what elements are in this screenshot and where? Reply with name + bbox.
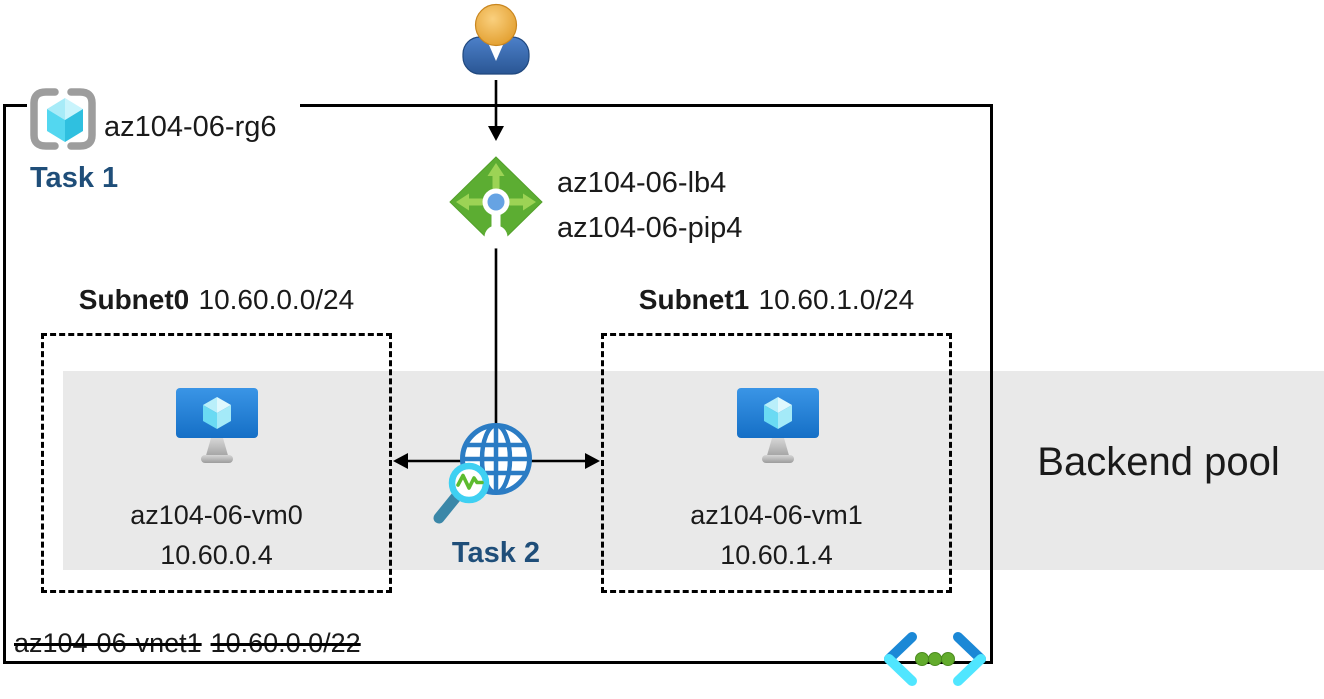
load-balancer-name: az104-06-lb4 xyxy=(557,167,727,199)
vm-stand-base xyxy=(762,455,794,463)
task2-label: Task 2 xyxy=(451,537,541,569)
right-bracket xyxy=(67,88,96,150)
magnifier-handle xyxy=(433,491,462,524)
subnet1-cidr: 10.60.1.0/24 xyxy=(758,284,915,315)
vm-stand xyxy=(205,438,229,459)
left-bracket-top xyxy=(884,632,917,664)
user-to-lb-arrowhead xyxy=(488,126,504,141)
load-balancer-icon xyxy=(449,156,543,249)
task1-label: Task 1 xyxy=(30,162,119,194)
globe-monitor-icon xyxy=(433,423,532,524)
resource-group-border-segment-left xyxy=(3,104,27,107)
globe xyxy=(460,423,532,495)
backend-pool-label: Backend pool xyxy=(1037,440,1280,484)
lb-node-circle xyxy=(484,225,508,249)
cube-glyph xyxy=(47,98,83,142)
subnet0-label: Subnet0 10.60.0.0/24 xyxy=(41,284,392,316)
left-arrowhead xyxy=(393,453,408,469)
virtual-machine-icon xyxy=(176,388,258,463)
public-ip-name: az104-06-pip4 xyxy=(557,212,743,244)
virtual-network-icon xyxy=(884,632,986,686)
left-bracket xyxy=(30,88,59,150)
subnet1-label: Subnet1 10.60.1.0/24 xyxy=(601,284,952,316)
resource-group-boundary xyxy=(3,104,993,664)
subnet0-cidr: 10.60.0.0/24 xyxy=(198,284,355,315)
subnet1-box xyxy=(601,333,952,593)
vm0-label: az104-06-vm0 10.60.0.4 xyxy=(41,495,392,575)
vm0-name: az104-06-vm0 xyxy=(130,500,303,530)
pulse-line xyxy=(456,473,484,490)
subnet1-name: Subnet1 xyxy=(638,284,750,315)
lb-center-dot xyxy=(487,193,505,211)
vm0-ip: 10.60.0.4 xyxy=(160,540,273,570)
vnet-name: az104-06-vnet1 xyxy=(14,628,202,658)
vm1-name: az104-06-vm1 xyxy=(690,500,863,530)
vnet-cidr: 10.60.0.0/22 xyxy=(210,628,361,658)
resource-group-border-segment-right xyxy=(300,104,993,107)
user-icon xyxy=(462,3,530,75)
vnet-label: az104-06-vnet1 10.60.0.0/22 xyxy=(14,628,361,659)
right-bracket-bottom xyxy=(953,654,986,686)
subnet0-name: Subnet0 xyxy=(78,284,190,315)
resource-group-name: az104-06-rg6 xyxy=(104,111,277,143)
magnifier-ring xyxy=(448,462,490,504)
lb-arrows xyxy=(456,163,536,211)
lb-stem xyxy=(491,209,501,231)
subnet0-box xyxy=(41,333,392,593)
cube-glyph xyxy=(203,397,231,429)
load-balancer-labels: az104-06-lb4 az104-06-pip4 xyxy=(557,161,742,251)
network-dots xyxy=(915,652,955,666)
cube-glyph xyxy=(764,397,792,429)
resource-group-icon xyxy=(30,88,96,150)
user-head xyxy=(474,3,518,47)
backend-pool-band xyxy=(63,371,1324,570)
vm-stand-base xyxy=(201,455,233,463)
vm1-ip: 10.60.1.4 xyxy=(720,540,833,570)
right-bracket-top xyxy=(953,632,986,664)
vm1-label: az104-06-vm1 10.60.1.4 xyxy=(601,495,952,575)
vm-stand xyxy=(766,438,790,459)
left-bracket-bottom xyxy=(884,654,917,686)
virtual-machine-icon xyxy=(737,388,819,463)
right-arrowhead xyxy=(585,453,600,469)
